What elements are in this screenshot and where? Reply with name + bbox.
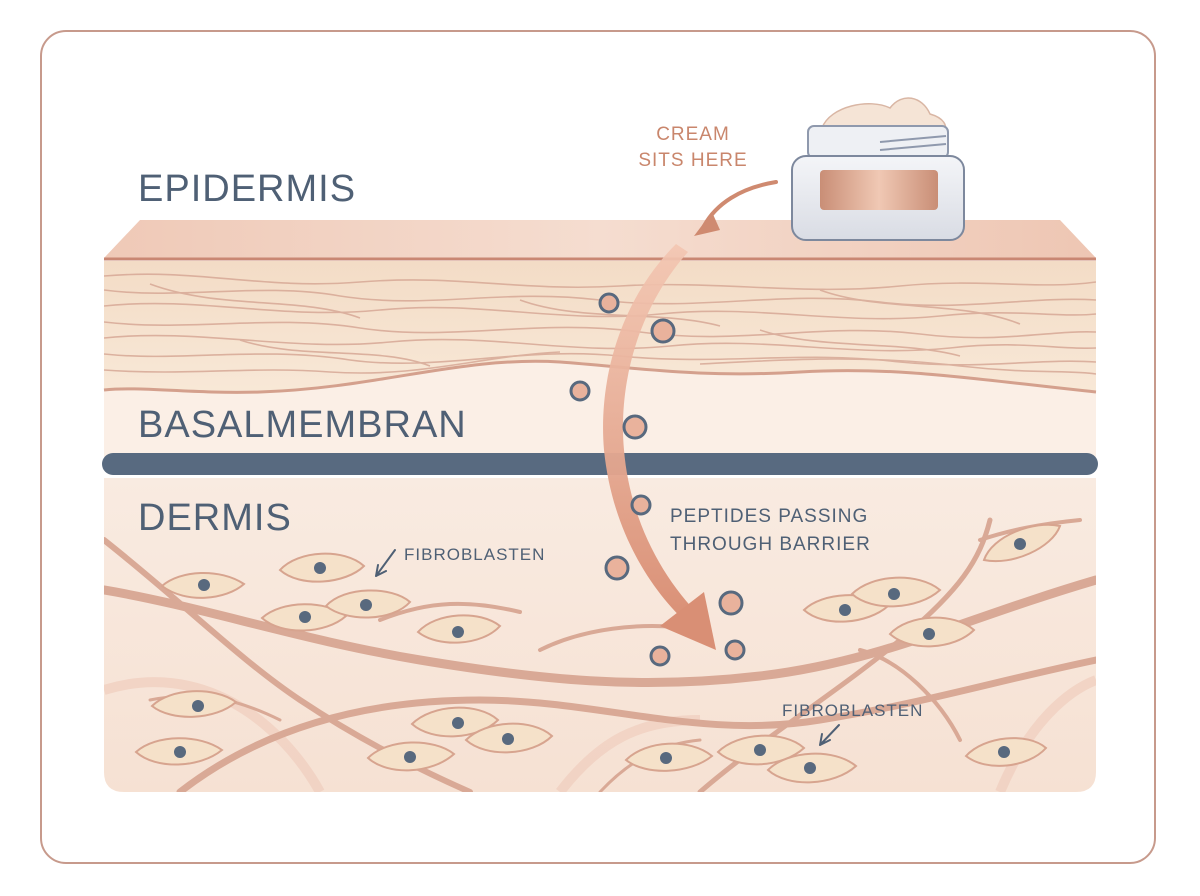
fibroblast-cell-icon [134, 737, 224, 766]
arrow-icon [603, 244, 716, 650]
fibroblast-cells [134, 523, 1062, 784]
dermis-fibers [104, 517, 1096, 792]
basal-membrane-line [102, 453, 1098, 475]
fibroblast-cell-icon [410, 706, 500, 738]
label-basalmembran: BASALMEMBRAN [138, 404, 467, 446]
peptide-dot-icon [724, 639, 746, 661]
label-peptides-line1: PEPTIDES PASSING [670, 506, 869, 527]
fibroblast-cell-icon [982, 523, 1062, 563]
fibroblast-cell-icon [964, 737, 1048, 767]
label-fibroblasten-right: FIBROBLASTEN [782, 701, 924, 720]
label-dermis: DERMIS [138, 497, 292, 539]
label-epidermis: EPIDERMIS [138, 168, 357, 210]
peptide-dot-icon [650, 318, 676, 344]
pointer-arrow-icon [375, 549, 396, 577]
peptide-dot-icon [569, 380, 591, 402]
peptide-dot-icon [604, 555, 630, 581]
fibroblast-cell-icon [850, 576, 942, 608]
pointer-arrow-icon [819, 724, 840, 746]
label-cream-line2: SITS HERE [638, 150, 748, 171]
label-cream-line1: CREAM [656, 124, 730, 145]
fibroblast-cell-icon [278, 552, 366, 583]
label-peptides: PEPTIDES PASSING THROUGH BARRIER [670, 506, 871, 556]
peptide-dot-icon [630, 494, 652, 516]
peptides [569, 292, 746, 667]
label-fibroblasten-left: FIBROBLASTEN [404, 545, 546, 564]
peptide-dot-icon [622, 414, 648, 440]
fibroblast-cell-icon [716, 734, 806, 766]
cream-arrowhead-icon [694, 212, 720, 236]
cream-jar-icon [791, 97, 965, 241]
diagram-frame [40, 30, 1156, 864]
peptide-dot-icon [718, 590, 744, 616]
fibroblast-cell-icon [366, 741, 456, 772]
fibroblast-cell-icon [766, 752, 858, 784]
fibroblast-cell-icon [888, 616, 976, 648]
fibroblast-cell-icon [160, 572, 246, 599]
fibroblast-cell-icon [464, 722, 554, 754]
peptide-dot-icon [598, 292, 620, 314]
label-peptides-line2: THROUGH BARRIER [670, 534, 871, 555]
peptide-dot-icon [649, 645, 671, 667]
fibroblast-cell-icon [416, 614, 502, 644]
fibroblast-cell-icon [150, 690, 238, 718]
fibroblast-cell-icon [624, 742, 714, 772]
fibroblast-cell-icon [324, 589, 412, 619]
label-cream: CREAM SITS HERE [620, 124, 766, 172]
basal-zone [104, 361, 1096, 460]
